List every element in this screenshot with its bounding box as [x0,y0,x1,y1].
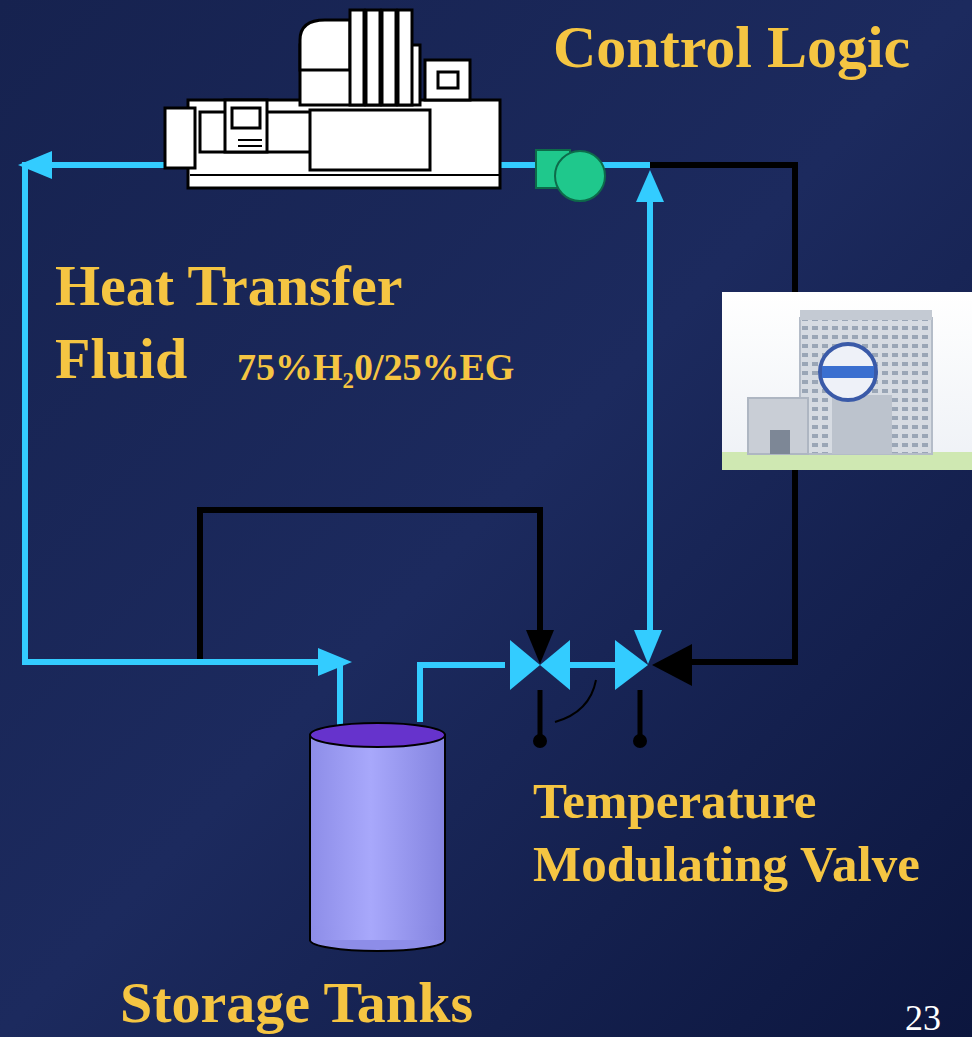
storage-tank [310,723,445,951]
chiller [165,10,500,188]
node-label: Temperature Modulating Valve [533,770,943,896]
flow-arrows [18,151,664,676]
storage-tank: Storage Tanks [310,722,445,944]
page-number: 23 [905,1000,941,1036]
pump [536,150,605,201]
fluid-pipes [25,165,650,725]
valves [510,630,692,748]
fluid-mix-label: 75%H₂0/25%EG [237,348,514,386]
node-label: Storage Tanks [120,974,473,1032]
control-title: Control Logic [553,17,910,77]
control-lines [200,165,795,662]
modulating-valve: Temperature Modulating Valve [505,630,655,700]
building-picture [722,292,972,470]
fluid-pipe [420,665,505,722]
